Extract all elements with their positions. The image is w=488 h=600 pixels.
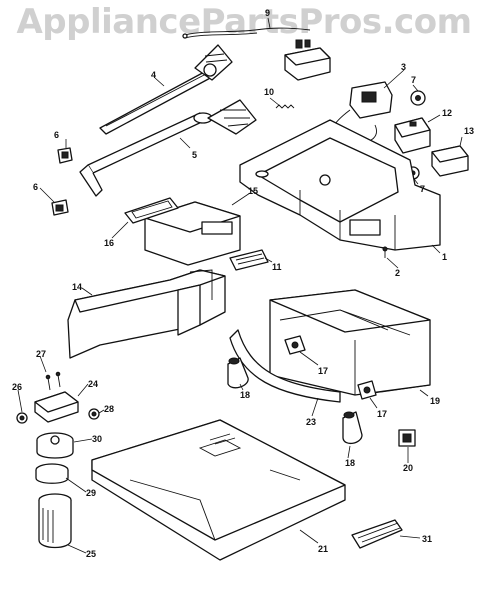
callout-18-lower: 18	[345, 458, 355, 468]
callout-3: 3	[401, 62, 406, 72]
callout-14: 14	[72, 282, 82, 292]
part-9-wire-harness[interactable]	[182, 27, 311, 39]
part-30-filter-head[interactable]	[36, 432, 74, 459]
part-29-filter-cap[interactable]	[35, 463, 69, 484]
callout-28: 28	[104, 404, 114, 414]
part-11-grille[interactable]	[229, 249, 269, 271]
part-12-control-box[interactable]	[394, 117, 431, 154]
callout-9: 9	[265, 8, 270, 18]
callout-31: 31	[422, 534, 432, 544]
part-26-fitting[interactable]	[16, 412, 28, 424]
part-19-crisper-frame[interactable]	[269, 289, 431, 396]
callout-20: 20	[403, 463, 413, 473]
callout-11: 11	[272, 262, 282, 272]
callout-7-lower: 7	[420, 184, 425, 194]
part-25-filter-cartridge[interactable]	[38, 493, 72, 549]
part-13-relay[interactable]	[431, 145, 469, 177]
callout-30: 30	[92, 434, 102, 444]
part-14-air-duct[interactable]	[67, 269, 226, 359]
callout-12: 12	[442, 108, 452, 118]
part-1-main-housing[interactable]	[239, 119, 441, 251]
callout-6-upper: 6	[54, 130, 59, 140]
callout-24: 24	[88, 379, 98, 389]
part-21-base-pan[interactable]	[91, 419, 346, 561]
callout-17-upper: 17	[318, 366, 328, 376]
part-24-bracket[interactable]	[34, 391, 79, 423]
part-2-screw[interactable]	[382, 246, 388, 258]
part-28-fitting[interactable]	[88, 408, 100, 420]
part-17-socket-lower[interactable]	[357, 380, 377, 400]
part-18-bulb-upper[interactable]	[227, 357, 249, 389]
callout-2: 2	[395, 268, 400, 278]
part-7-gear-upper[interactable]	[410, 90, 426, 106]
callout-16: 16	[104, 238, 114, 248]
leader-lines	[17, 17, 463, 554]
callout-4: 4	[151, 70, 156, 80]
callout-27: 27	[36, 349, 46, 359]
part-control-module[interactable]	[284, 39, 331, 81]
part-4-damper-arm[interactable]	[99, 44, 233, 135]
callout-1: 1	[442, 252, 447, 262]
part-16-gasket[interactable]	[124, 197, 179, 224]
site-watermark: AppliancePartsPros.com	[16, 2, 472, 42]
callout-23: 23	[306, 417, 316, 427]
part-20-switch[interactable]	[398, 429, 416, 447]
callout-labels: 9 3 4 5 6 6 10 7 12 13 7 1 2 15 16 11 14…	[12, 8, 474, 559]
callout-10: 10	[264, 87, 274, 97]
callout-26: 26	[12, 382, 22, 392]
callout-18-upper: 18	[240, 390, 250, 400]
part-17-socket-upper[interactable]	[284, 335, 306, 355]
callout-13: 13	[464, 126, 474, 136]
part-5-damper-arm[interactable]	[79, 99, 257, 197]
part-15-insulation-block[interactable]	[144, 201, 241, 266]
callout-5: 5	[192, 150, 197, 160]
callout-25: 25	[86, 549, 96, 559]
part-18-bulb-lower[interactable]	[342, 411, 363, 445]
callout-15: 15	[248, 186, 258, 196]
part-6-clip-upper[interactable]	[57, 147, 73, 164]
part-6-clip-lower[interactable]	[51, 199, 69, 216]
callout-29: 29	[86, 488, 96, 498]
callout-19: 19	[430, 396, 440, 406]
callout-21: 21	[318, 544, 328, 554]
part-3-damper-motor[interactable]	[331, 81, 393, 144]
callout-7-upper: 7	[411, 75, 416, 85]
part-31-strip[interactable]	[351, 519, 403, 549]
part-27-screws[interactable]	[45, 371, 61, 391]
callout-17-lower: 17	[377, 409, 387, 419]
callout-6-lower: 6	[33, 182, 38, 192]
